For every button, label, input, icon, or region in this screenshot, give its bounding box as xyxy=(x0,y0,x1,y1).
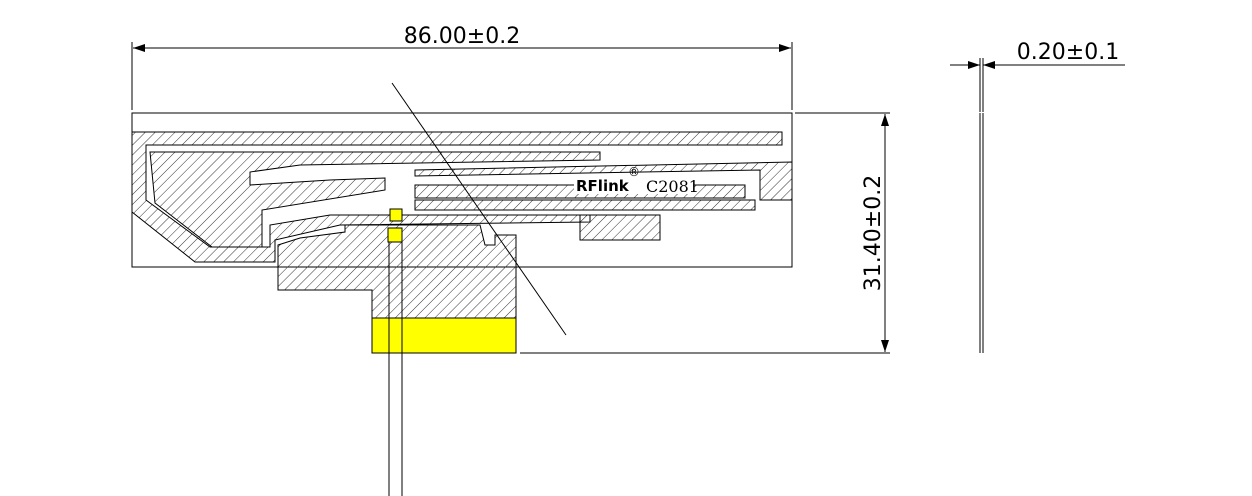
thickness-dimension-label: 0.20±0.1 xyxy=(1017,40,1119,65)
thickness-dimension: 0.20±0.1 xyxy=(950,40,1125,112)
feed-pad-upper xyxy=(389,208,403,222)
product-label: RFlink ® C2081 xyxy=(574,165,699,196)
brand-logo: RFlink xyxy=(576,177,630,195)
registered-mark: ® xyxy=(628,165,640,179)
leader-line xyxy=(391,82,567,336)
antenna-traces xyxy=(131,131,793,319)
width-dimension-label: 31.40±0.2 xyxy=(861,175,886,291)
cable-leads xyxy=(388,242,403,496)
feed-pad-lower xyxy=(387,227,403,243)
length-dimension: 86.00±0.2 xyxy=(131,24,793,110)
feed-pads xyxy=(371,208,517,354)
width-dimension: 31.40±0.2 xyxy=(520,112,890,354)
length-dimension-label: 86.00±0.2 xyxy=(404,24,520,49)
model-number: C2081 xyxy=(646,177,699,196)
side-view xyxy=(979,113,984,353)
connector-pad xyxy=(371,317,517,354)
